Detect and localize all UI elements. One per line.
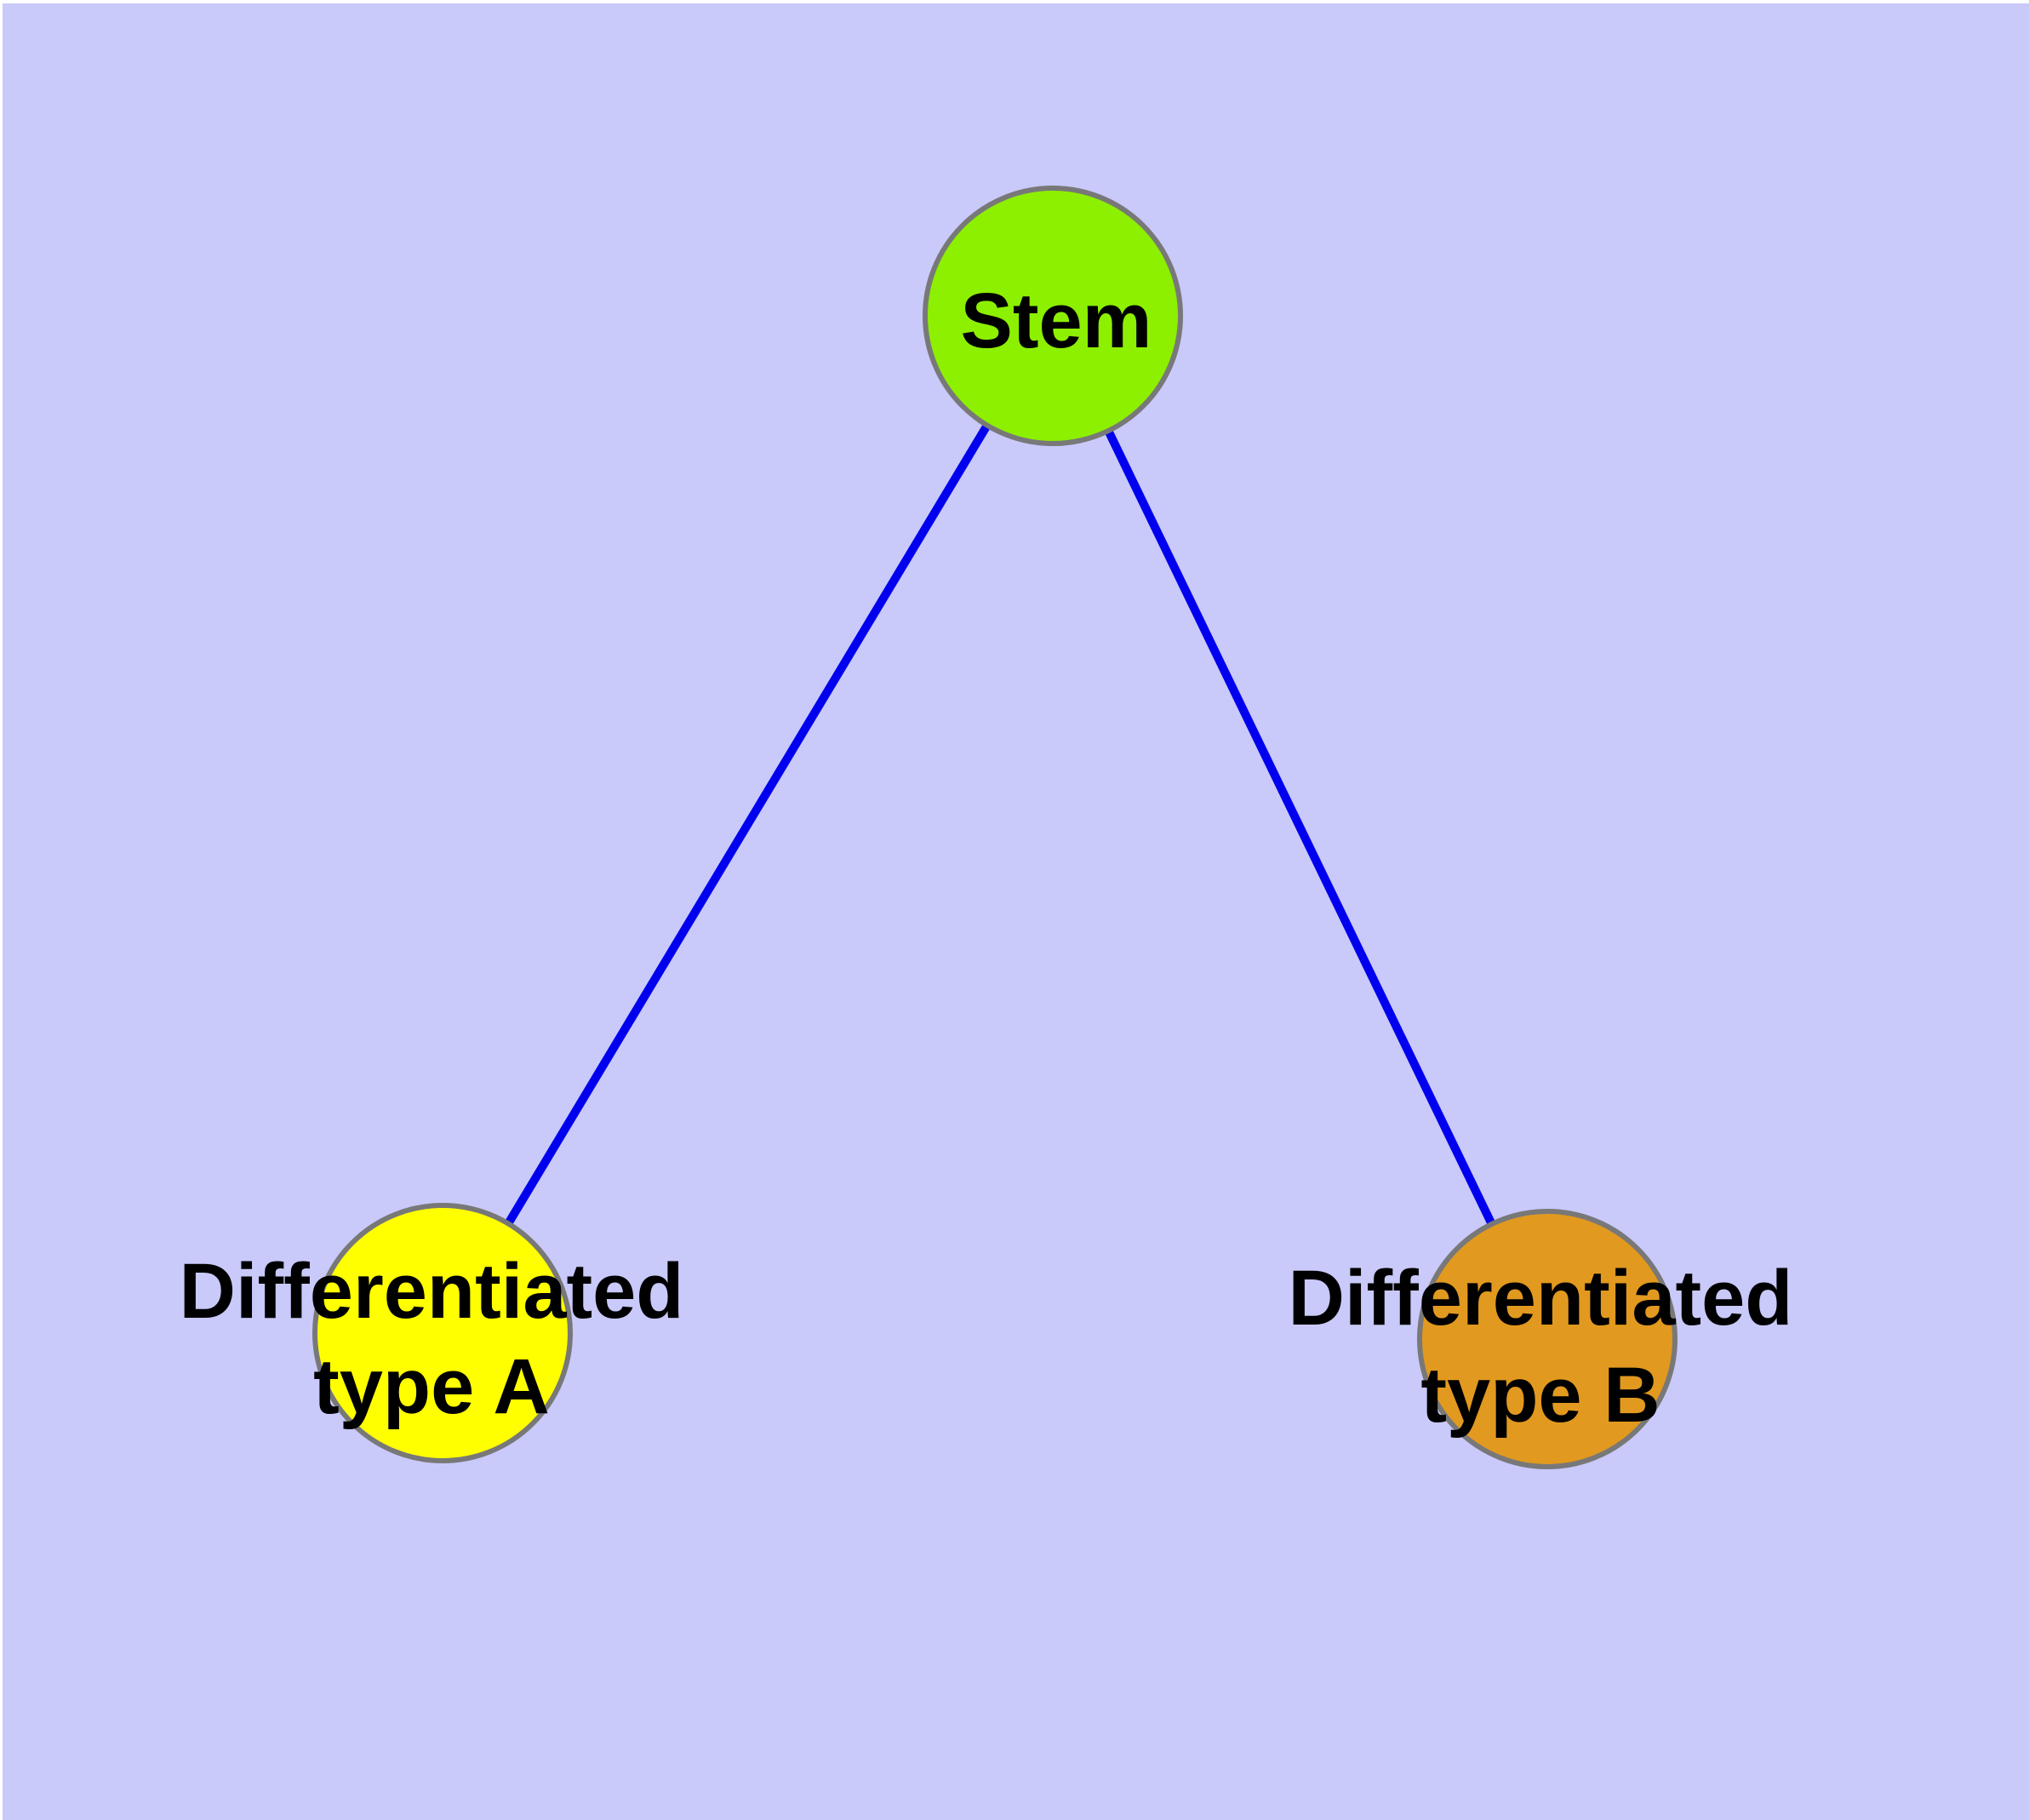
node-type-a-circle [312,1203,573,1463]
edge-stem-to-type-a [438,313,1057,1336]
node-differentiated-type-b: Differentiated type B [1289,1209,1793,1469]
node-stem-label: Stem [961,278,1152,364]
node-type-b-label-line1: Differentiated [1289,1255,1793,1342]
node-type-b-label-line2: type B [1420,1352,1660,1439]
node-type-b-circle [1417,1209,1677,1469]
node-type-a-label-line1: Differentiated [180,1248,684,1335]
edge-stem-to-type-b [1049,313,1552,1342]
node-differentiated-type-a: Differentiated type A [180,1203,684,1463]
edge-group [438,313,1552,1342]
node-type-a-label-line2: type A [313,1343,550,1430]
node-stem-circle [923,186,1183,446]
node-stem: Stem [923,186,1183,446]
